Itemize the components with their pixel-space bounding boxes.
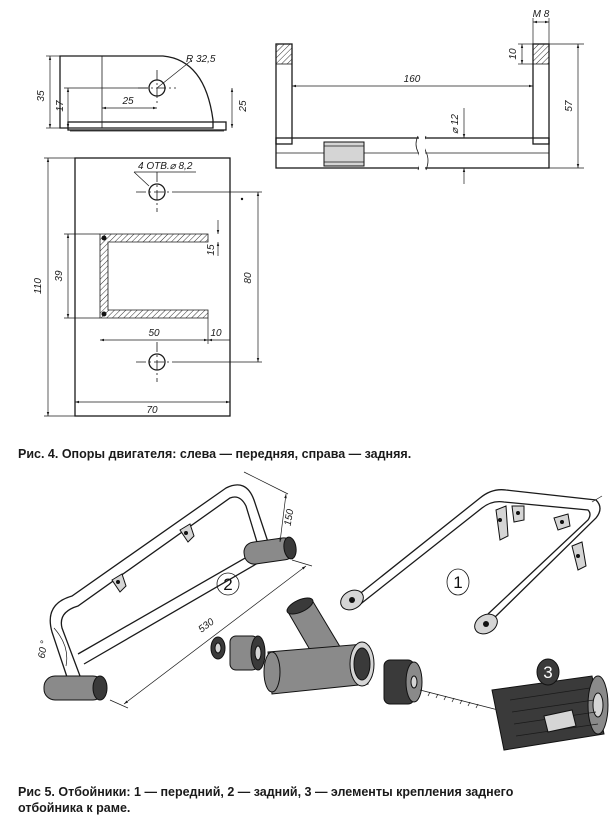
rear-height-dim: 57 (564, 100, 575, 112)
technical-drawing: 35 17 25 R 32,5 25 1 (33, 9, 609, 751)
fixing-elements-label: 3 (543, 663, 552, 682)
front-inner-margin-dim: 10 (210, 328, 222, 339)
rear-bumper-angle-dim: 60 ° (37, 640, 51, 660)
rear-bumper-drawing (43, 471, 313, 709)
rear-length-dim: 160 (404, 74, 421, 85)
front-mount-side-view (46, 55, 234, 132)
front-mount-plan-view (44, 157, 262, 417)
rear-bumper-label: 2 (223, 575, 232, 594)
front-right-span-dim: 80 (243, 272, 254, 284)
fixing-elements-drawing (210, 597, 609, 751)
front-radius-dim: R 32,5 (186, 54, 216, 65)
front-plate-width-dim: 70 (146, 405, 158, 416)
front-bumper-label: 1 (453, 573, 462, 592)
front-inner-height-dim: 39 (54, 270, 65, 282)
rear-thread-len-dim: 10 (508, 48, 519, 60)
figure5-caption: Рис 5. Отбойники: 1 — передний, 2 — задн… (18, 785, 514, 815)
rear-mount-view (275, 18, 584, 184)
figure4-caption: Рис. 4. Опоры двигателя: слева — передня… (18, 447, 412, 461)
front-height-dim: 35 (36, 90, 47, 102)
front-plate-height-dim: 110 (33, 278, 44, 294)
front-bumper-drawing (340, 489, 603, 635)
rear-bumper-length-dim: 530 (197, 616, 217, 635)
front-hole-height-dim: 17 (55, 100, 66, 112)
rear-thread-dim: М 8 (533, 9, 550, 20)
front-inner-width-dim: 50 (148, 328, 160, 339)
front-holes-note: 4 ОТВ.⌀ 8,2 (138, 161, 193, 172)
front-small-offset-dim: 15 (206, 244, 217, 256)
front-hole-offset-dim: 25 (121, 96, 134, 107)
rear-diameter-dim: ⌀ 12 (450, 114, 461, 134)
rear-bumper-height-dim: 150 (283, 508, 297, 527)
front-right-height-dim: 25 (238, 100, 249, 113)
